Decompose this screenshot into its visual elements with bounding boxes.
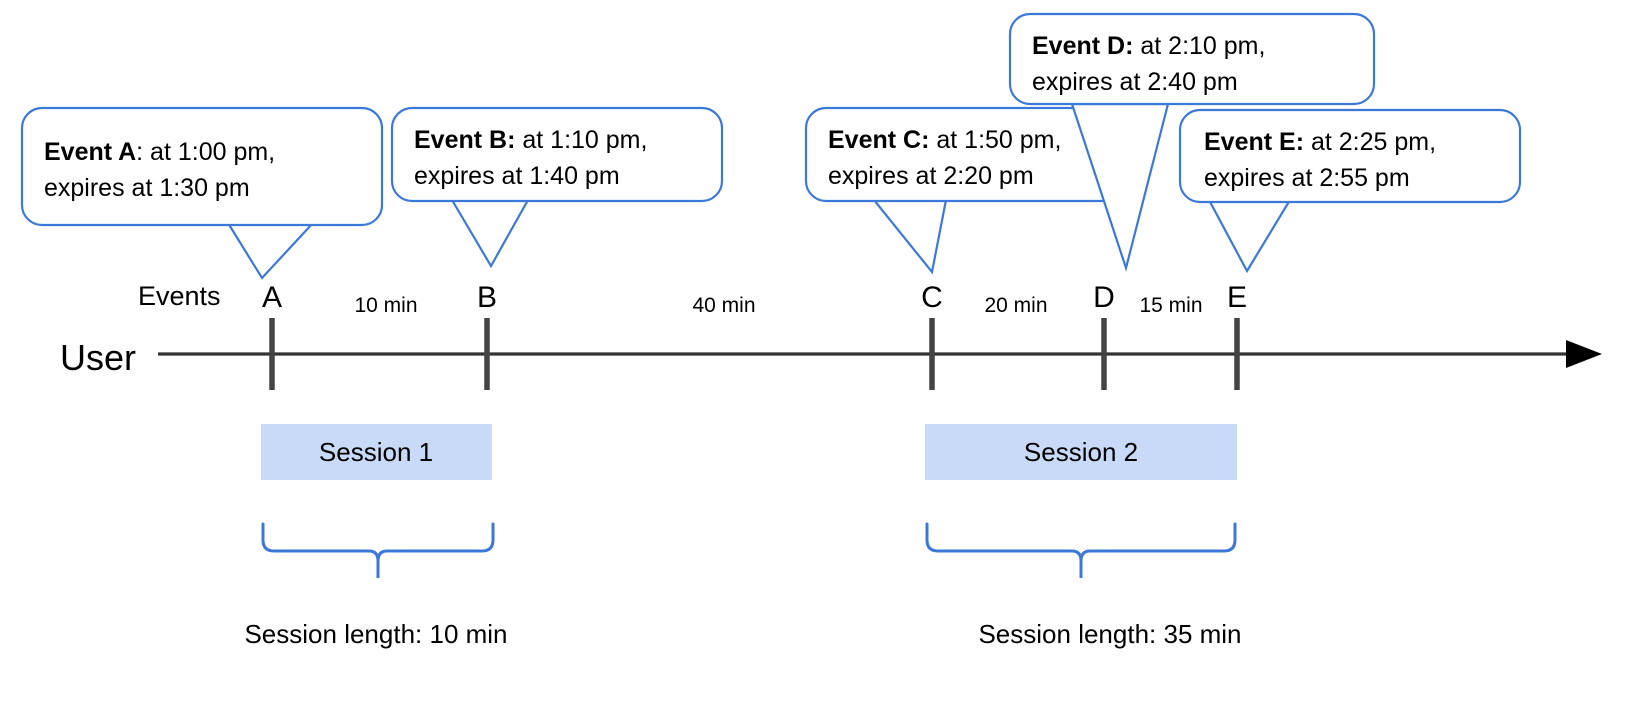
session-2-label: Session 2 — [1024, 437, 1138, 467]
callout-event-e[interactable]: Event E: at 2:25 pm, expires at 2:55 pm — [1178, 108, 1522, 274]
session-2-length-label: Session length: 35 min — [978, 619, 1241, 649]
callout-event-d-box — [1008, 12, 1376, 106]
callout-event-b-line2: expires at 1:40 pm — [414, 162, 620, 190]
callout-event-e-tail — [1207, 198, 1292, 274]
timeline-arrow-icon — [1566, 340, 1602, 368]
session-1-brace — [261, 522, 495, 578]
callout-event-c[interactable]: Event C: at 1:50 pm, expires at 2:20 pm — [804, 106, 1138, 275]
session-1-group[interactable]: Session 1 Session length: 10 min — [244, 424, 508, 649]
gap-label-a-b: 10 min — [354, 294, 417, 317]
event-letter-c: C — [921, 281, 943, 314]
gap-label-c-d: 20 min — [984, 294, 1047, 317]
callout-event-c-line1: Event C: at 1:50 pm, — [828, 126, 1061, 154]
event-letter-a: A — [262, 281, 282, 314]
event-letter-b: B — [477, 281, 497, 314]
event-letter-d: D — [1093, 281, 1115, 314]
session-1-length-label: Session length: 10 min — [244, 619, 507, 649]
events-row-label: Events — [138, 281, 221, 311]
gap-label-d-e: 15 min — [1139, 294, 1202, 317]
callout-event-a-tail — [226, 221, 316, 280]
callout-event-b-line1: Event B: at 1:10 pm, — [414, 126, 647, 154]
callout-event-b[interactable]: Event B: at 1:10 pm, expires at 1:40 pm — [390, 106, 724, 269]
callout-event-a-box — [20, 106, 384, 227]
session-1-label: Session 1 — [319, 437, 433, 467]
session-1-box — [261, 424, 492, 480]
session-2-box — [925, 424, 1237, 480]
callout-event-b-box — [390, 106, 724, 203]
callout-event-c-tail — [871, 198, 948, 275]
callout-event-a-line1: Event A: at 1:00 pm, — [44, 138, 275, 166]
callout-event-b-tail — [450, 198, 530, 269]
callout-event-d-line1: Event D: at 2:10 pm, — [1032, 32, 1265, 60]
callout-event-d-line2: expires at 2:40 pm — [1032, 68, 1238, 96]
gap-label-b-c: 40 min — [692, 294, 755, 317]
callout-event-c-line2: expires at 2:20 pm — [828, 162, 1034, 190]
callout-event-d[interactable]: Event D: at 2:10 pm, expires at 2:40 pm — [1008, 12, 1376, 272]
session-2-group[interactable]: Session 2 Session length: 35 min — [925, 424, 1242, 649]
callout-event-e-box — [1178, 108, 1522, 204]
callout-event-e-line1: Event E: at 2:25 pm, — [1204, 128, 1436, 156]
user-row-label: User — [60, 337, 136, 378]
session-2-brace — [925, 522, 1237, 578]
callout-event-e-line2: expires at 2:55 pm — [1204, 164, 1410, 192]
event-letter-e: E — [1227, 281, 1247, 314]
callout-event-a[interactable]: Event A: at 1:00 pm, expires at 1:30 pm — [20, 106, 384, 280]
callout-event-a-line2: expires at 1:30 pm — [44, 174, 250, 202]
